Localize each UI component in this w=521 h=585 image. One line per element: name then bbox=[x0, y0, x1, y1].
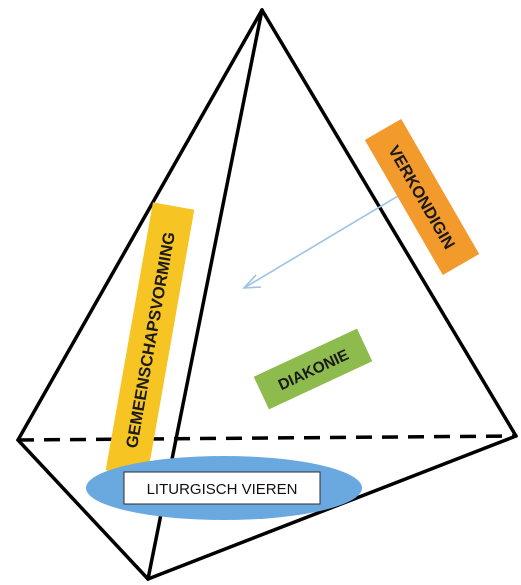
arrow-head bbox=[242, 274, 262, 289]
pyramid-edge-left bbox=[16, 8, 264, 442]
pyramid-back-edge bbox=[17, 434, 517, 442]
diakonie-box bbox=[253, 328, 373, 410]
verkondiging-box bbox=[364, 118, 480, 276]
diakonie-label: DIAKONIE bbox=[253, 328, 373, 410]
pyramid-edge-right bbox=[260, 8, 518, 438]
verkondiging-arrow bbox=[243, 195, 399, 289]
gemeenschapsvorming-label: GEMEENSCHAPSVORMING bbox=[105, 202, 195, 478]
gemeenschapsvorming-box bbox=[105, 202, 195, 478]
liturgisch-vieren-text: LITURGISCH VIEREN bbox=[147, 481, 298, 498]
verkondiging-label: VERKONDIGIN bbox=[364, 118, 480, 276]
liturgisch-vieren-box bbox=[123, 471, 321, 505]
pyramid-base-left bbox=[16, 438, 150, 581]
